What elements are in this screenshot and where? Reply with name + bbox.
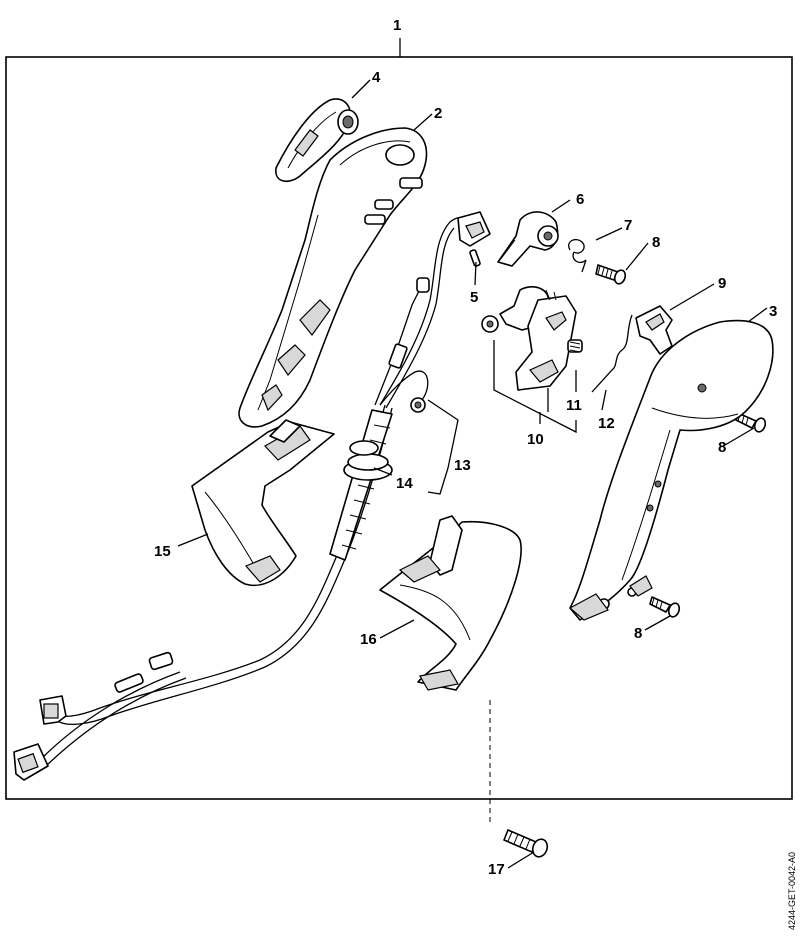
connector-lower bbox=[13, 743, 49, 781]
callout-9: 9 bbox=[718, 275, 726, 292]
part-handle-housing bbox=[238, 127, 428, 428]
callout-3: 3 bbox=[769, 303, 777, 320]
callout-14: 14 bbox=[396, 475, 413, 492]
callout-16: 16 bbox=[360, 631, 377, 648]
part-switch-lever bbox=[497, 211, 559, 267]
part-lower-cover-left bbox=[191, 419, 335, 587]
callout-10: 10 bbox=[527, 431, 544, 448]
callout-12: 12 bbox=[598, 415, 615, 432]
part-screw-upper bbox=[595, 264, 627, 285]
callout-5: 5 bbox=[470, 289, 478, 306]
part-handle-cover bbox=[568, 319, 774, 621]
part-compression-spring bbox=[567, 339, 583, 353]
corrugated-sleeve bbox=[329, 409, 393, 561]
callout-4: 4 bbox=[372, 69, 381, 86]
part-screw-lower bbox=[649, 596, 681, 618]
leader-lines bbox=[177, 79, 768, 869]
part-spring-wire bbox=[591, 314, 633, 393]
part-pin bbox=[469, 249, 481, 267]
callout-15: 15 bbox=[154, 543, 171, 560]
part-trigger-assembly bbox=[481, 286, 577, 391]
reference-code: 4244-GET-0042-A0 bbox=[787, 852, 797, 930]
callout-1: 1 bbox=[393, 17, 401, 34]
connector-upper bbox=[39, 695, 67, 725]
callout-7: 7 bbox=[624, 217, 632, 234]
callout-17: 17 bbox=[488, 861, 505, 878]
callout-labels: 1 4 2 6 7 8 9 3 5 11 12 10 8 13 14 15 8 … bbox=[154, 17, 777, 878]
callout-11: 11 bbox=[566, 397, 582, 414]
callout-8-upper: 8 bbox=[652, 234, 660, 251]
callout-6: 6 bbox=[576, 191, 584, 208]
part-cable-harness bbox=[13, 211, 491, 781]
callout-8-lower: 8 bbox=[634, 625, 642, 642]
part-torsion-spring bbox=[568, 238, 587, 273]
part-lower-cover-right bbox=[379, 515, 522, 691]
part-screw-bottom bbox=[503, 829, 549, 858]
callout-13: 13 bbox=[454, 457, 471, 474]
part-grommet bbox=[343, 440, 393, 481]
assembly-frame bbox=[5, 56, 793, 800]
callout-2: 2 bbox=[434, 105, 442, 122]
part-lockout-lever bbox=[275, 98, 359, 183]
callout-8-mid: 8 bbox=[718, 439, 726, 456]
part-latch bbox=[635, 305, 673, 355]
